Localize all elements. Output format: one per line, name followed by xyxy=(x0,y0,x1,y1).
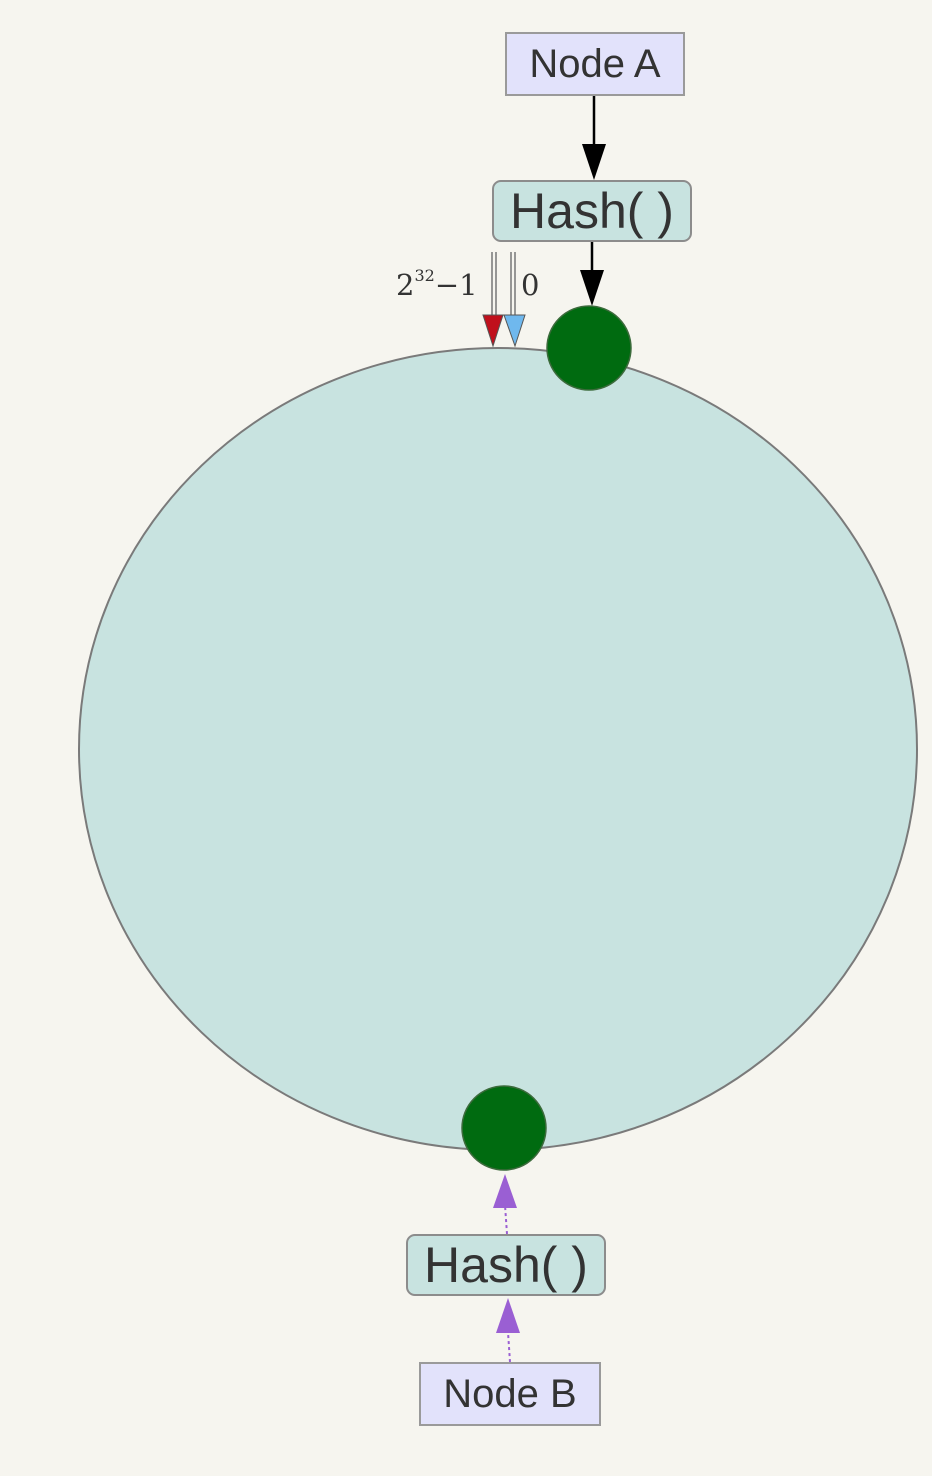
ring-point-node-b xyxy=(461,1085,547,1171)
arrow-hash-to-point-a xyxy=(580,242,604,306)
ring-origin-markers xyxy=(482,252,526,348)
node-a-box: Node A xyxy=(505,32,685,96)
max-value-marker-icon xyxy=(482,314,504,348)
hash-function-label-bottom: Hash( ) xyxy=(424,1237,588,1293)
arrow-hash-to-point-b xyxy=(493,1174,517,1235)
node-b-label: Node B xyxy=(443,1371,577,1416)
hash-function-box-top: Hash( ) xyxy=(492,180,692,242)
ring-zero-label: 0 xyxy=(521,268,540,302)
node-b-box: Node B xyxy=(419,1362,601,1426)
hash-function-label-top: Hash( ) xyxy=(510,183,674,239)
node-a-label: Node A xyxy=(529,41,661,86)
arrow-node-a-to-hash xyxy=(582,96,606,180)
ring-max-value-label: 232−1 xyxy=(396,266,478,302)
arrow-node-b-to-hash xyxy=(496,1298,520,1363)
zero-value-marker-icon xyxy=(503,314,526,348)
hash-ring xyxy=(78,347,918,1151)
hash-function-box-bottom: Hash( ) xyxy=(406,1234,606,1296)
ring-point-node-a xyxy=(546,305,632,391)
